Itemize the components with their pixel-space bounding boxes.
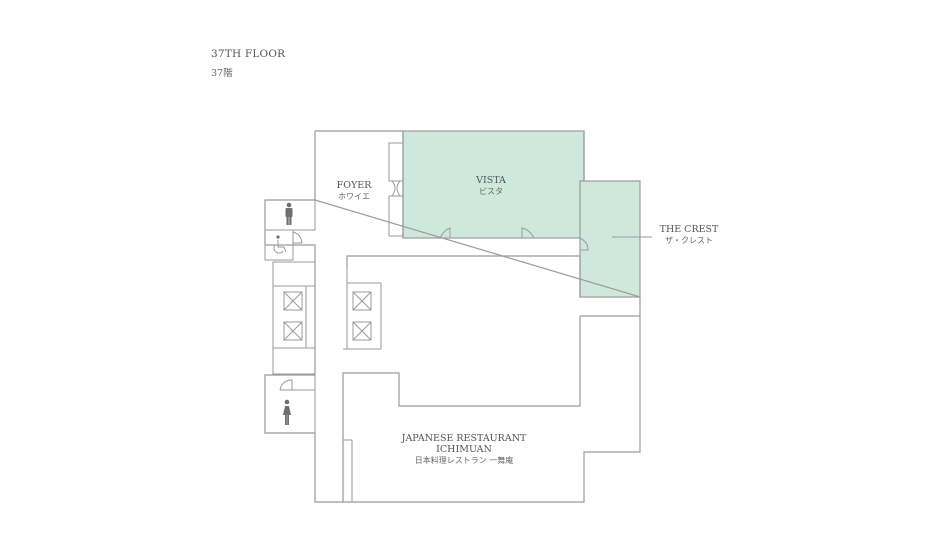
mens-restroom-icon [285,202,293,225]
restaurant-label-ja: 日本料理レストラン 一舞庵 [415,455,514,465]
vista-double-door [391,180,401,197]
restroom-door [292,231,303,244]
foyer-label: FOYER [337,180,373,191]
elevator-icon [283,321,303,341]
the-crest-label[interactable]: THE CREST [660,224,719,235]
floor-title: 37TH FLOOR [211,48,286,60]
foyer-label-ja: ホワイエ [338,192,370,201]
restaurant-label-line1: JAPANESE RESTAURANT [401,433,527,444]
womens-restroom [264,374,316,434]
elevator-icon [352,321,372,341]
elevator-lobby-west-top [272,261,316,287]
elevator-icon [352,291,372,311]
room-the-crest-area[interactable] [579,180,641,298]
elevator-icon [283,291,303,311]
vista-south-doors [439,227,535,239]
foyer-closet-top [388,142,404,182]
restaurant-label-line2: ICHIMUAN [436,444,492,455]
accessible-restroom [264,229,294,261]
vista-label-ja[interactable]: ビスタ [479,187,503,196]
corridor-inner-wall [342,255,640,502]
foyer-closet-bottom [388,195,404,237]
crest-door [579,237,589,251]
vista-label[interactable]: VISTA [475,175,506,186]
floor-title-ja: 37階 [211,68,233,79]
floor-header: 37TH FLOOR 37階 [211,48,285,79]
accessible-restroom-icon [273,235,287,254]
the-crest-label-ja[interactable]: ザ・クレスト [665,236,713,245]
elevator-lobby-west-bottom [272,347,316,375]
womens-restroom-icon [283,399,291,425]
womens-restroom-door [279,379,293,391]
